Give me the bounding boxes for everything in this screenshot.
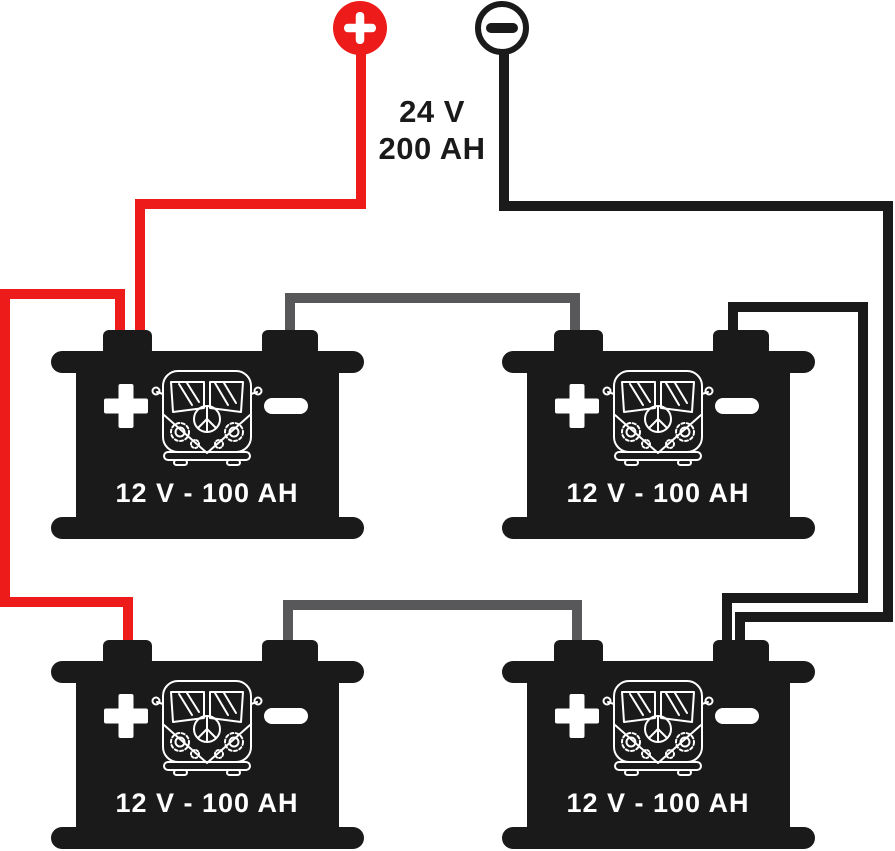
positive-post: [554, 640, 603, 666]
battery-body: [76, 351, 339, 539]
positive-post: [103, 640, 152, 666]
plus-icon: [104, 384, 148, 428]
output-capacity: 200 AH: [378, 131, 486, 166]
vw-bus-illustration: [151, 680, 263, 776]
bottom-flange: [502, 517, 815, 539]
battery-label: 12 V - 100 AH: [115, 478, 298, 508]
minus-icon: [715, 398, 759, 414]
bottom-flange: [51, 517, 364, 539]
positive-post: [103, 330, 152, 356]
plus-icon: [555, 384, 599, 428]
minus-icon: [715, 708, 759, 724]
battery-3: 12 V - 100 AH: [51, 640, 364, 849]
negative-post: [262, 330, 318, 356]
bottom-flange: [51, 827, 364, 849]
output-voltage: 24 V: [399, 94, 465, 129]
negative-terminal: [475, 1, 529, 55]
minus-icon: [264, 708, 308, 724]
battery-2: 12 V - 100 AH: [502, 330, 815, 539]
negative-post: [713, 330, 769, 356]
wire-series-link-top: [285, 293, 580, 340]
battery-label: 12 V - 100 AH: [566, 478, 749, 508]
vw-bus-illustration: [602, 680, 714, 776]
output-rating-label: 24 V 200 AH: [307, 93, 557, 167]
vw-bus-illustration: [602, 370, 714, 466]
wire-main-positive: [135, 30, 366, 340]
battery-body: [527, 661, 790, 849]
battery-label: 12 V - 100 AH: [115, 788, 298, 818]
minus-icon: [264, 398, 308, 414]
wire-negative-parallel-link: [722, 302, 868, 650]
plus-icon: [555, 694, 599, 738]
positive-post: [554, 330, 603, 356]
negative-post: [713, 640, 769, 666]
wire-main-negative: [499, 30, 893, 650]
battery-4: 12 V - 100 AH: [502, 640, 815, 849]
positive-terminal: [333, 1, 387, 55]
battery-label: 12 V - 100 AH: [566, 788, 749, 818]
battery-1: 12 V - 100 AH: [51, 330, 364, 539]
wire-series-link-bottom: [283, 600, 582, 650]
plus-icon: [104, 694, 148, 738]
wire-positive-parallel-link: [0, 289, 133, 650]
battery-body: [527, 351, 790, 539]
bottom-flange: [502, 827, 815, 849]
negative-post: [262, 640, 318, 666]
minus-icon: [486, 23, 518, 33]
vw-bus-illustration: [151, 370, 263, 466]
battery-body: [76, 661, 339, 849]
plus-icon: [344, 12, 376, 44]
